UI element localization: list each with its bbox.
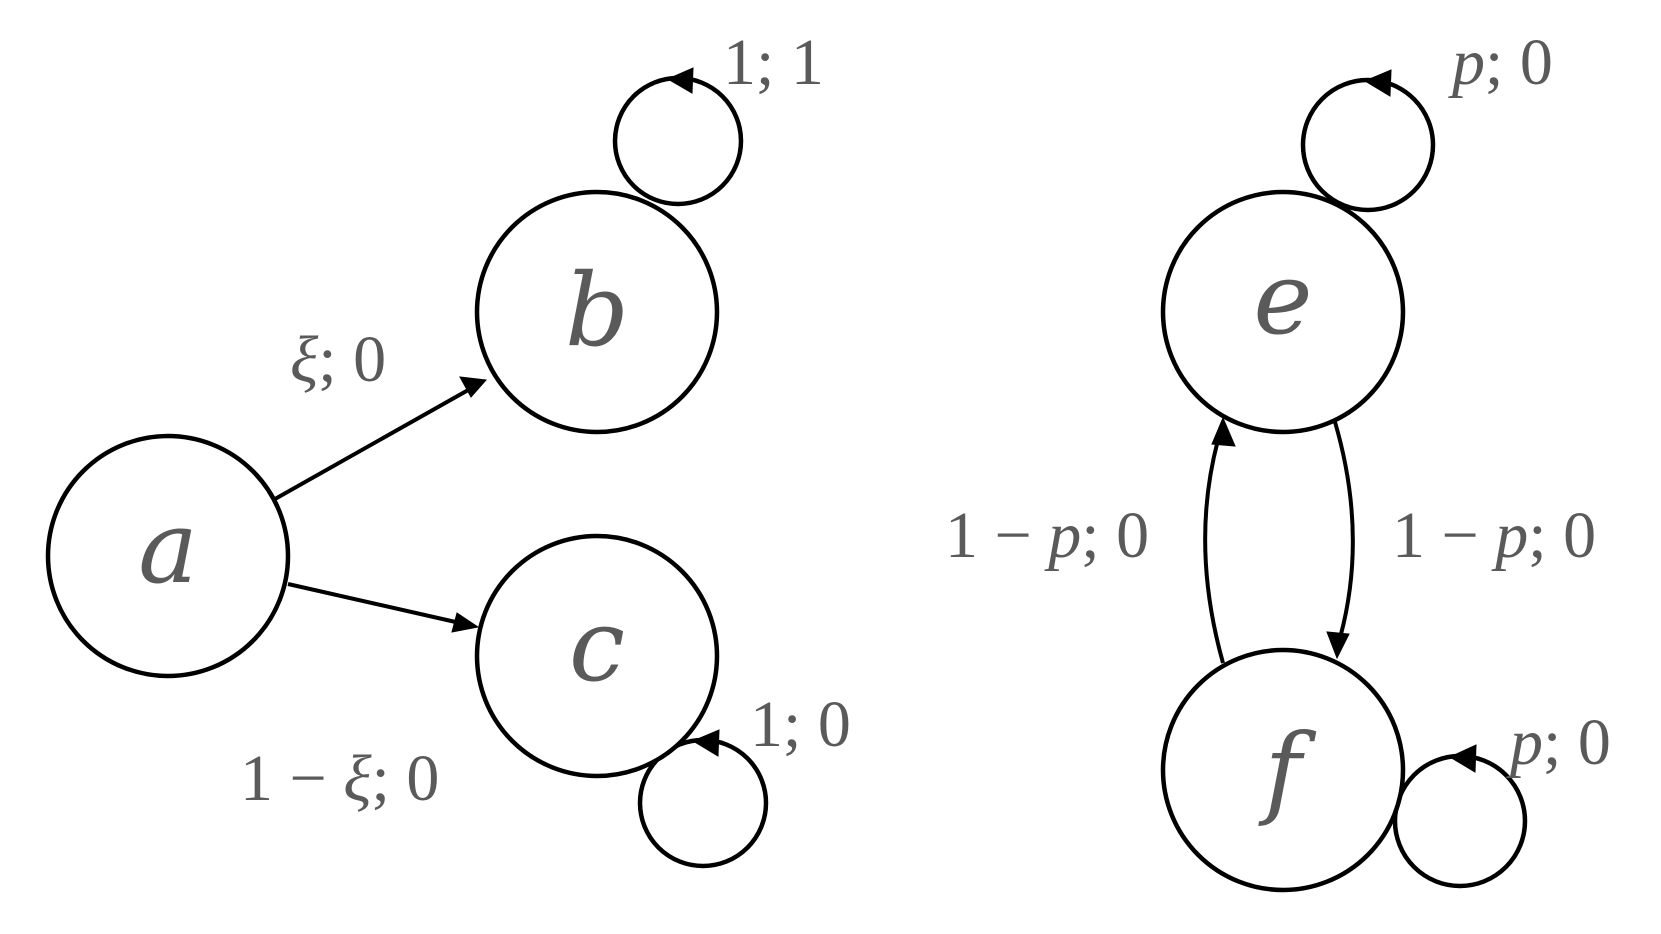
loop-c-c-arrowhead <box>691 729 720 757</box>
edge-a-b-label-var: ξ <box>290 323 319 396</box>
edge-a-b-label-rest: ; 0 <box>318 323 386 396</box>
edge-e-f-label-pre: 1 − <box>1392 499 1495 572</box>
edge-f-e-label: 1 − p; 0 <box>945 499 1149 572</box>
edge-a-c-label-var: ξ <box>343 742 372 815</box>
node-e-label: e <box>1253 240 1312 357</box>
loop-f-f-label-rest: ; 0 <box>1543 706 1611 779</box>
node-f <box>1160 647 1406 893</box>
edge-a-c-label: 1 − ξ; 0 <box>240 742 439 815</box>
loop-e-e <box>1300 77 1436 213</box>
node-c <box>474 533 720 779</box>
loop-f-f-label-var: p <box>1506 706 1543 779</box>
edge-e-f-label-var: p <box>1491 499 1528 572</box>
loop-b-b-arrowhead <box>666 67 694 94</box>
edge-e-f-label: 1 − p; 0 <box>1392 499 1596 572</box>
loop-e-e-label-rest: ; 0 <box>1485 26 1553 99</box>
edge-a-c-arrowhead <box>451 612 480 633</box>
edge-e-f-arrowhead <box>1326 631 1350 660</box>
node-e <box>1160 189 1406 435</box>
edge-e-f-label-rest: ; 0 <box>1528 499 1596 572</box>
loop-f-f <box>1392 753 1528 889</box>
node-b <box>474 189 720 435</box>
edge-e-f <box>1333 421 1355 639</box>
edge-a-c-label-rest: ; 0 <box>372 742 440 815</box>
node-c-label: c <box>569 587 625 704</box>
edge-a-c <box>287 582 461 625</box>
node-b-label: b <box>565 252 629 369</box>
edge-f-e-label-var: p <box>1044 499 1081 572</box>
loop-f-f-label: p; 0 <box>1506 706 1611 779</box>
loop-e-e-arrowhead <box>1363 69 1392 97</box>
loop-e-e-label-var: p <box>1448 26 1485 99</box>
loop-c-c-label: 1; 0 <box>750 688 851 761</box>
node-a <box>45 433 291 679</box>
loop-f-f-arrowhead <box>1448 744 1477 773</box>
loop-e-e-label: p; 0 <box>1448 26 1553 99</box>
edge-a-b-arrowhead <box>459 376 488 398</box>
loop-b-b-label: 1; 1 <box>723 26 824 99</box>
edge-a-b <box>274 387 471 501</box>
node-a-label: a <box>138 489 198 606</box>
edge-f-e-label-pre: 1 − <box>945 499 1048 572</box>
edge-a-b-label: ξ; 0 <box>290 323 386 396</box>
edge-f-e-arrowhead <box>1211 416 1236 447</box>
edge-f-e-label-rest: ; 0 <box>1081 499 1149 572</box>
edge-f-e <box>1203 439 1225 664</box>
edge-a-c-label-pre: 1 − <box>240 742 343 815</box>
